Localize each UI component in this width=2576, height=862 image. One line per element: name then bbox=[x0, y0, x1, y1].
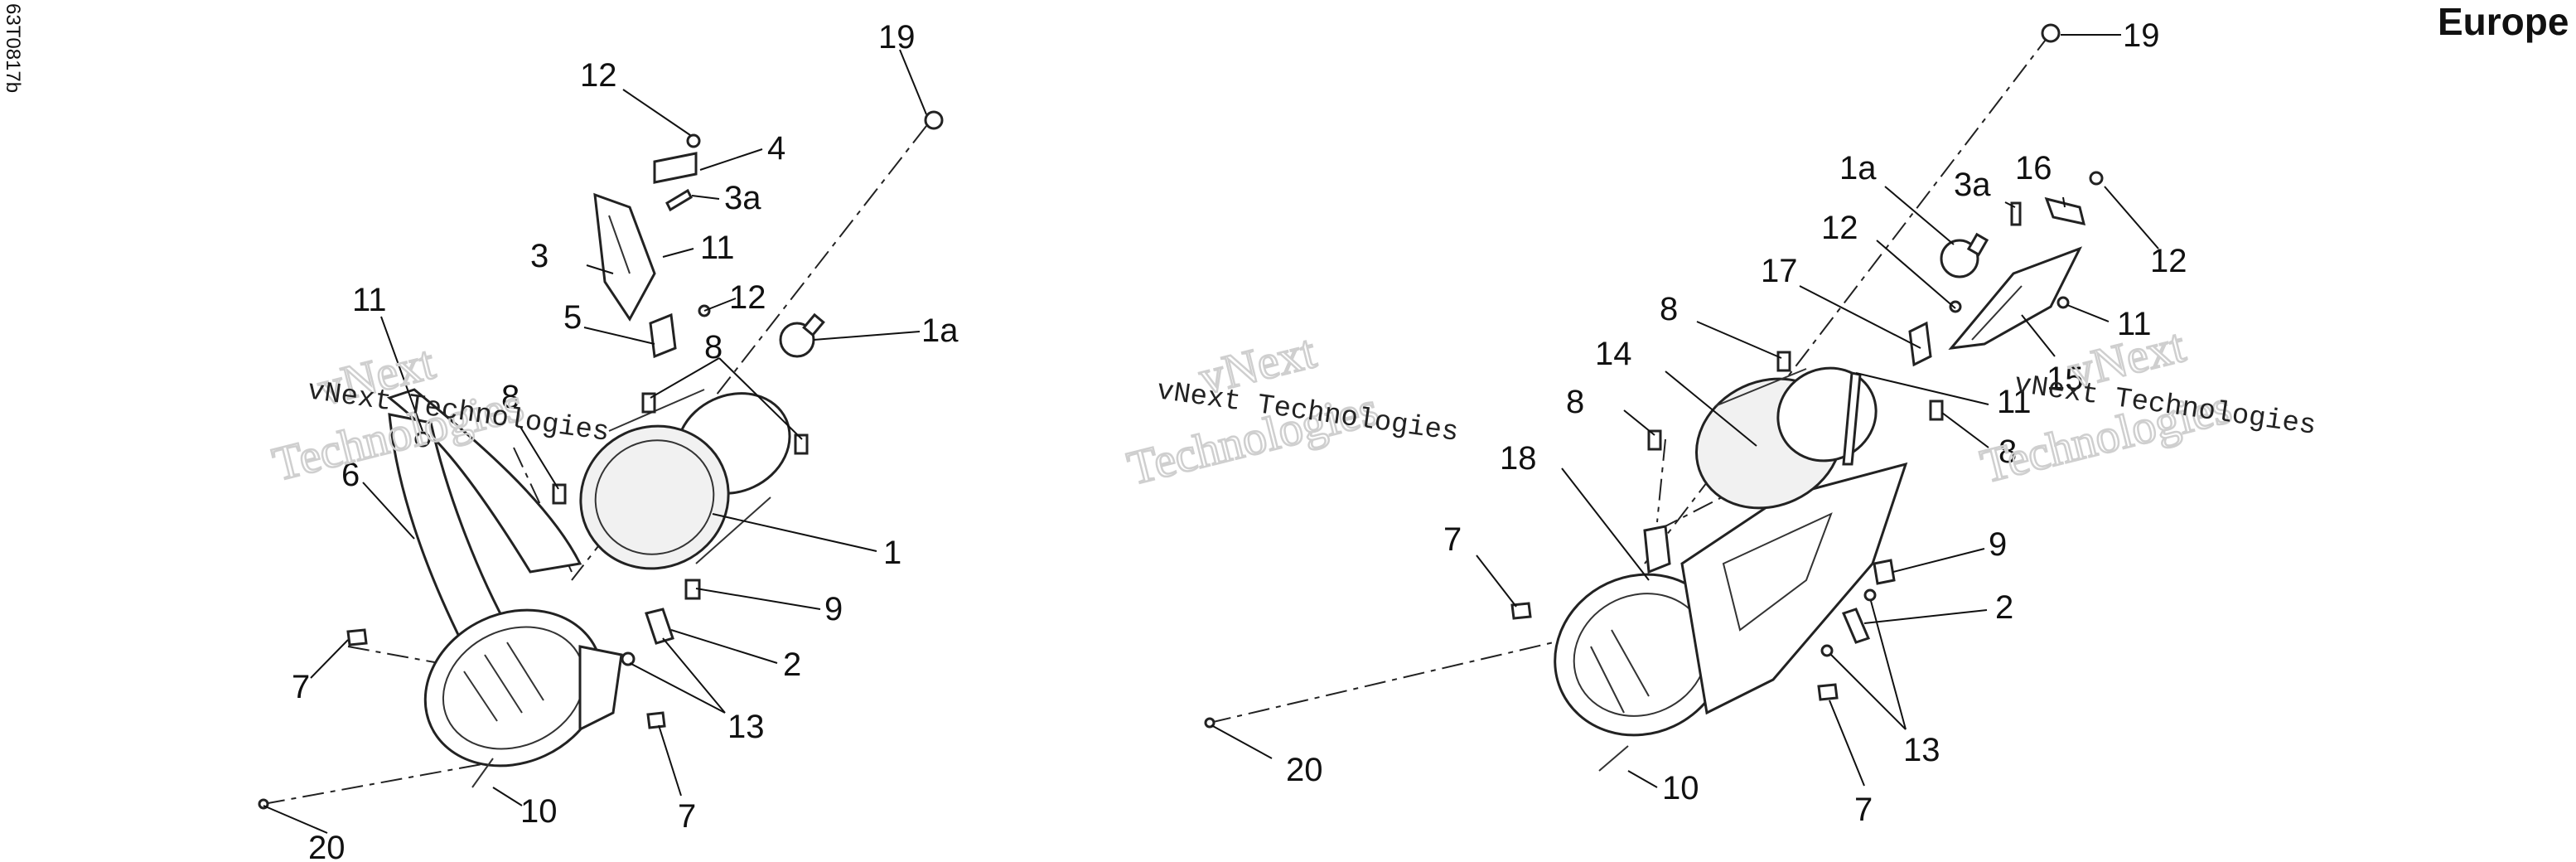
callout-8c: 8 bbox=[1998, 433, 2017, 470]
callout-6: 6 bbox=[341, 457, 360, 493]
callout-3: 3 bbox=[530, 238, 549, 274]
bulb bbox=[779, 312, 825, 358]
callout-8: 8 bbox=[1660, 291, 1678, 327]
callout-1a: 1a bbox=[1839, 150, 1877, 186]
leader-lines-right bbox=[1211, 34, 2159, 788]
callout-20: 20 bbox=[1286, 752, 1323, 788]
callout-13: 13 bbox=[727, 709, 765, 745]
headlamp-unit bbox=[579, 389, 791, 570]
callout-8b: 8 bbox=[1566, 384, 1584, 420]
callout-15: 15 bbox=[2047, 361, 2084, 397]
callout-11: 11 bbox=[2117, 306, 2152, 342]
callout-11b: 11 bbox=[1997, 384, 2032, 420]
callout-12: 12 bbox=[2150, 243, 2187, 279]
callout-12: 12 bbox=[580, 57, 617, 94]
callout-11b: 11 bbox=[352, 282, 387, 318]
callout-14: 14 bbox=[1595, 336, 1632, 372]
callout-7: 7 bbox=[1443, 521, 1462, 558]
callout-8b: 8 bbox=[501, 379, 520, 415]
drawing-code: 63T0817b bbox=[2, 3, 24, 93]
callout-9: 9 bbox=[1989, 526, 2007, 563]
fasteners-right bbox=[1204, 23, 2070, 772]
callout-2: 2 bbox=[783, 646, 801, 683]
callout-7b: 7 bbox=[678, 798, 696, 835]
callout-3a: 3a bbox=[724, 180, 761, 216]
callout-1: 1 bbox=[883, 535, 901, 571]
callout-20: 20 bbox=[308, 830, 346, 862]
region-title: Europe bbox=[2438, 0, 2569, 43]
callout-10: 10 bbox=[520, 793, 558, 830]
callout-12b: 12 bbox=[729, 279, 766, 316]
callout-19: 19 bbox=[878, 19, 916, 56]
callout-5: 5 bbox=[563, 299, 582, 336]
position-lamp bbox=[593, 133, 711, 359]
leader-lines-left bbox=[263, 49, 927, 834]
callout-18: 18 bbox=[1500, 440, 1537, 477]
callout-2: 2 bbox=[1995, 589, 2013, 626]
left-assembly: 19 12 4 3a 3 11 12 5 1a 11 8 8 6 1 9 2 1… bbox=[258, 19, 959, 862]
callout-9: 9 bbox=[824, 591, 843, 627]
bulb bbox=[1940, 232, 1989, 278]
callout-19: 19 bbox=[2123, 17, 2160, 54]
callout-7: 7 bbox=[292, 669, 310, 705]
callout-4: 4 bbox=[767, 130, 785, 167]
callouts-left: 19 12 4 3a 3 11 12 5 1a 11 8 8 6 1 9 2 1… bbox=[292, 19, 959, 862]
callout-10: 10 bbox=[1662, 770, 1699, 806]
callout-12b: 12 bbox=[1821, 210, 1858, 246]
callout-8: 8 bbox=[704, 329, 723, 366]
callout-16: 16 bbox=[2015, 150, 2052, 186]
fasteners-left bbox=[258, 110, 944, 810]
callout-3a: 3a bbox=[1954, 167, 1991, 203]
right-assembly: 19 1a 3a 16 12 12 17 11 8 14 15 11 8 8 1… bbox=[1204, 17, 2187, 828]
callout-1a: 1a bbox=[921, 312, 959, 349]
headlight-housing bbox=[386, 388, 623, 768]
callout-7b: 7 bbox=[1854, 792, 1873, 828]
callouts-right: 19 1a 3a 16 12 12 17 11 8 14 15 11 8 8 1… bbox=[1286, 17, 2187, 828]
callout-13: 13 bbox=[1903, 732, 1940, 768]
position-lamp bbox=[1908, 171, 2104, 367]
callout-11: 11 bbox=[700, 230, 735, 266]
callout-17: 17 bbox=[1761, 253, 1798, 289]
